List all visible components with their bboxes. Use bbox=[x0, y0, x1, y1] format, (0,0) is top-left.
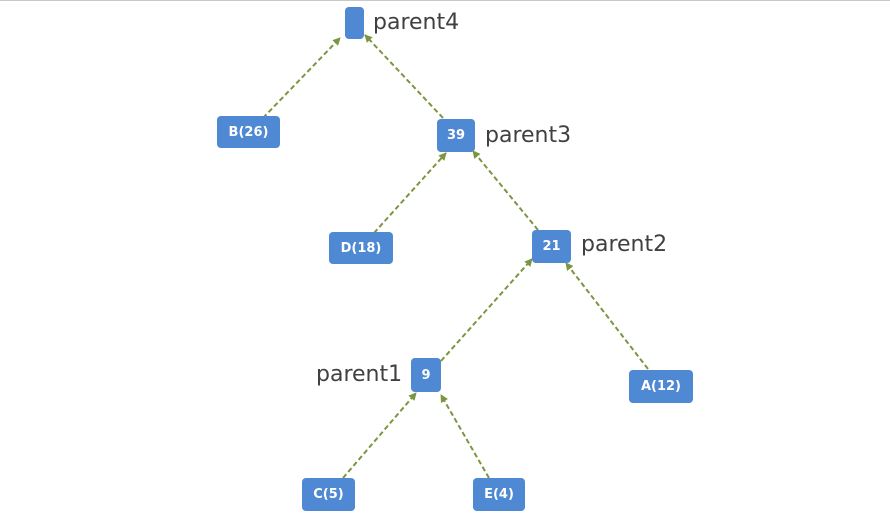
node-b26[interactable]: B(26) bbox=[217, 116, 280, 148]
node-parent1[interactable]: 9 bbox=[411, 358, 441, 392]
caption-parent4: parent4 bbox=[373, 10, 460, 35]
edge-c5-parent1 bbox=[342, 392, 417, 479]
caption-parent1: parent1 bbox=[316, 362, 403, 387]
node-parent4[interactable] bbox=[345, 7, 364, 39]
edge-parent3-parent4 bbox=[364, 34, 444, 119]
node-e4[interactable]: E(4) bbox=[473, 478, 525, 511]
edge-b26-parent4 bbox=[262, 37, 341, 119]
edge-e4-parent1 bbox=[440, 394, 490, 479]
node-d18[interactable]: D(18) bbox=[329, 232, 393, 264]
edge-d18-parent3 bbox=[373, 152, 447, 234]
edge-parent2-parent3 bbox=[472, 150, 539, 231]
edge-parent1-parent2 bbox=[440, 258, 533, 362]
node-parent3[interactable]: 39 bbox=[437, 119, 475, 152]
node-a12[interactable]: A(12) bbox=[629, 370, 693, 403]
caption-parent2: parent2 bbox=[581, 232, 668, 257]
node-c5[interactable]: C(5) bbox=[302, 478, 355, 511]
node-parent2[interactable]: 21 bbox=[532, 230, 571, 263]
caption-parent3: parent3 bbox=[485, 123, 572, 148]
edge-a12-parent2 bbox=[565, 262, 649, 370]
